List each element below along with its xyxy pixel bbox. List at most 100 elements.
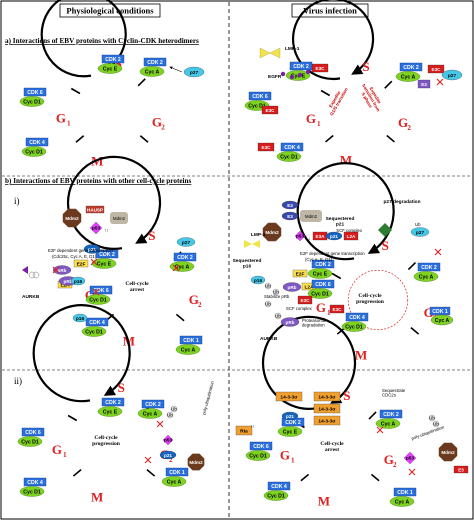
bii-left-cdk2-cyca-cyc: Cyc A: [137, 408, 163, 419]
bii-right-cdk4-cycd1-cyc: Cyc D1: [263, 490, 289, 501]
a-left-cdk2-cyce-cyc-label: Cyc E: [103, 67, 118, 73]
a-right-e3c-top: E3C: [311, 63, 329, 73]
bi-right-cdk1-label: CDK 1: [432, 309, 448, 315]
bi-left-cdk4-cycd1-cdk: CDK 4: [85, 317, 109, 327]
bii-left-ub1-label: Ub: [167, 412, 173, 417]
a-right-e3c-bottom: E3C: [257, 142, 275, 152]
bi-left-cdk4-cycd1-cyc: Cyc D1: [81, 326, 107, 337]
bi-left-cdk2-cyce-cyc-label: Cyc E: [97, 262, 112, 268]
bi-right-e2f-dep: E2F dependent gene transcription: [300, 251, 365, 256]
phase-g2-sub: 2: [407, 124, 411, 132]
bi-right-prb2: pRb: [280, 317, 300, 327]
bi-left-p53-label: p53: [92, 226, 101, 232]
phase-g1-sub: 1: [63, 451, 67, 459]
bi-right-lmp1-label: LMP-1: [251, 232, 266, 238]
bi-right-p27deg: p27 degradation: [383, 199, 420, 205]
bi-right-p16: p16: [250, 275, 266, 285]
bi-right-ub-circle-label: Ub: [275, 313, 281, 318]
bii-right-1433-a-label: 14-3-3σ: [280, 394, 298, 400]
bi-left-e2f: E2F: [73, 259, 89, 267]
bi-left-hausp: HAUSP: [85, 205, 105, 214]
a-right-cdk2-cyce-cdk-label: CDK 2: [293, 64, 309, 70]
bi-right-cdk2-cyca-cdk-label: CDK 2: [421, 265, 437, 271]
a-right-cdk2-cyce-cdk: CDK 2: [289, 61, 313, 71]
bii-right-rta-up: ↑↑: [250, 425, 255, 430]
bi-right-e2f-genes: (Cyc A, E, D1): [305, 257, 333, 262]
phase-s-label: S: [115, 56, 122, 71]
bi-right-ub-circle-label: Ub: [265, 301, 271, 306]
bii-left-mdm2: Mdm2: [187, 453, 205, 471]
bi-right-mdm2: Mdm2: [262, 222, 282, 242]
a-left-cdk6-cycd1-cyc: Cyc D1: [19, 96, 45, 107]
cycle-arc: [40, 0, 127, 78]
a-right-cdk6-cycd1-cdk: CDK 6: [248, 91, 272, 101]
a-left-cdk4-cycd1-cdk-label: CDK 4: [29, 140, 45, 146]
bi-right-e3c-b-label: E3C: [333, 307, 343, 312]
bii-left-p53: p53: [162, 434, 174, 446]
bii-right-e3-label: E3: [458, 467, 464, 472]
phase-g2-sub: 2: [393, 461, 397, 469]
bi-right-e3-top-label: E3: [287, 203, 293, 208]
bi-left-cross2: [90, 258, 98, 266]
bii-right-rta: Rta: [235, 425, 253, 436]
bi-left-cdk6-cycd1-cyc: Cyc D1: [85, 294, 111, 305]
bi-left-cdk2-cyca-cyc-label: Cyc A: [175, 265, 190, 271]
bi-left-aurkb-icon: [22, 266, 28, 274]
bii-left-ub2: Ub: [170, 405, 177, 413]
bi-left-mdm2: Mdm2: [62, 208, 82, 228]
bi-right-ub-circle: Ub: [264, 300, 271, 308]
phase-g1-label: G: [306, 111, 316, 126]
bi-left-aurkb-label: AURKB: [22, 294, 40, 300]
bi-right-p21: p21: [325, 231, 343, 241]
phase-g2-sub: 2: [169, 456, 173, 464]
header-left: Physiological conditions: [66, 6, 154, 16]
bi-right-p16-label: p16: [254, 278, 263, 284]
bi-right-cdk2-cyce-cdk-label: CDK 2: [315, 262, 331, 268]
bii-left-cdk4-cycd1-cdk: CDK 4: [23, 477, 47, 487]
bii-left-cdk1-cyca-cdk-label: CDK 1: [169, 470, 185, 476]
bi-right-cdk2-cyca-cyc: Cyc A: [413, 271, 439, 282]
bi-left-cdk2-cyce-cdk-label: CDK 2: [99, 252, 115, 258]
bi-left-p53-up: ↑↑: [104, 229, 109, 234]
bi-left-p16b-label: p16: [76, 316, 85, 322]
bi-right-e3c-a: E3C: [297, 295, 313, 305]
bi-left-mdm2-blob-label: Mdm2: [113, 216, 126, 221]
a-left-p27: p27: [183, 66, 205, 78]
bi-right-ub-circle-label: Ub: [273, 289, 279, 294]
a-left-cdk4-cycd1-cyc-label: Cyc D1: [25, 150, 43, 156]
a-right-expedite-g1s: ExpediteG1/S transition: [325, 84, 349, 116]
a-right-expedite-s: Expeditetransition fromS phase: [357, 81, 385, 115]
bii-left-cdk4-cycd1-cdk-label: CDK 4: [27, 480, 43, 486]
bi-left-p27-label: p27: [182, 240, 191, 246]
a-right-e3c-mid-label: E3C: [266, 108, 276, 113]
bii-right-cdk4-cycd1-cdk: CDK 4: [267, 481, 291, 491]
bi-left-p16: p16: [70, 276, 86, 286]
bii-right-rta-label: Rta: [240, 428, 248, 434]
bii-left-cdk2-cyce-cdk-label: CDK 2: [105, 400, 121, 406]
bi-left-p21: p21: [83, 244, 101, 254]
phase-g1-label: G: [85, 288, 95, 303]
bii-left-cdk2-cyce-cdk: CDK 2: [101, 397, 125, 407]
bi-right-cdk4-cycd1-cyc: Cyc D1: [341, 321, 367, 332]
phase-s-label: S: [343, 388, 350, 403]
bi-right-e2f: E2F: [292, 269, 308, 277]
bi-left-p21-label: p21: [88, 247, 96, 252]
bi-right-scf-icon: [378, 223, 392, 237]
bii-left-cdk6-cycd1-cdk-label: CDK 6: [25, 430, 41, 436]
bii-left-cross1: [156, 420, 164, 428]
cycle-arc: [66, 155, 162, 250]
a-right-lmp1-label: LMP-1: [285, 46, 300, 52]
a-right-e3c-mid: E3C: [261, 105, 279, 115]
bi-right-mdm2-label: Mdm2: [265, 230, 279, 235]
a-right-cdk4-cycd1-cdk: CDK 4: [280, 142, 304, 152]
bii-left-cdk2-cyca-cyc-label: Cyc A: [143, 412, 158, 418]
bii-left-ub1: Ub: [166, 411, 173, 419]
bii-left-cdk4-cycd1-cyc: Cyc D1: [19, 486, 45, 497]
bii-left-mdm2-label: Mdm2: [189, 460, 203, 465]
bi-right-p53-label: p53: [296, 234, 305, 240]
bii-right-cdk1-cyca-cdk-label: CDK 1: [397, 490, 413, 496]
a-right-cross: [436, 78, 444, 86]
